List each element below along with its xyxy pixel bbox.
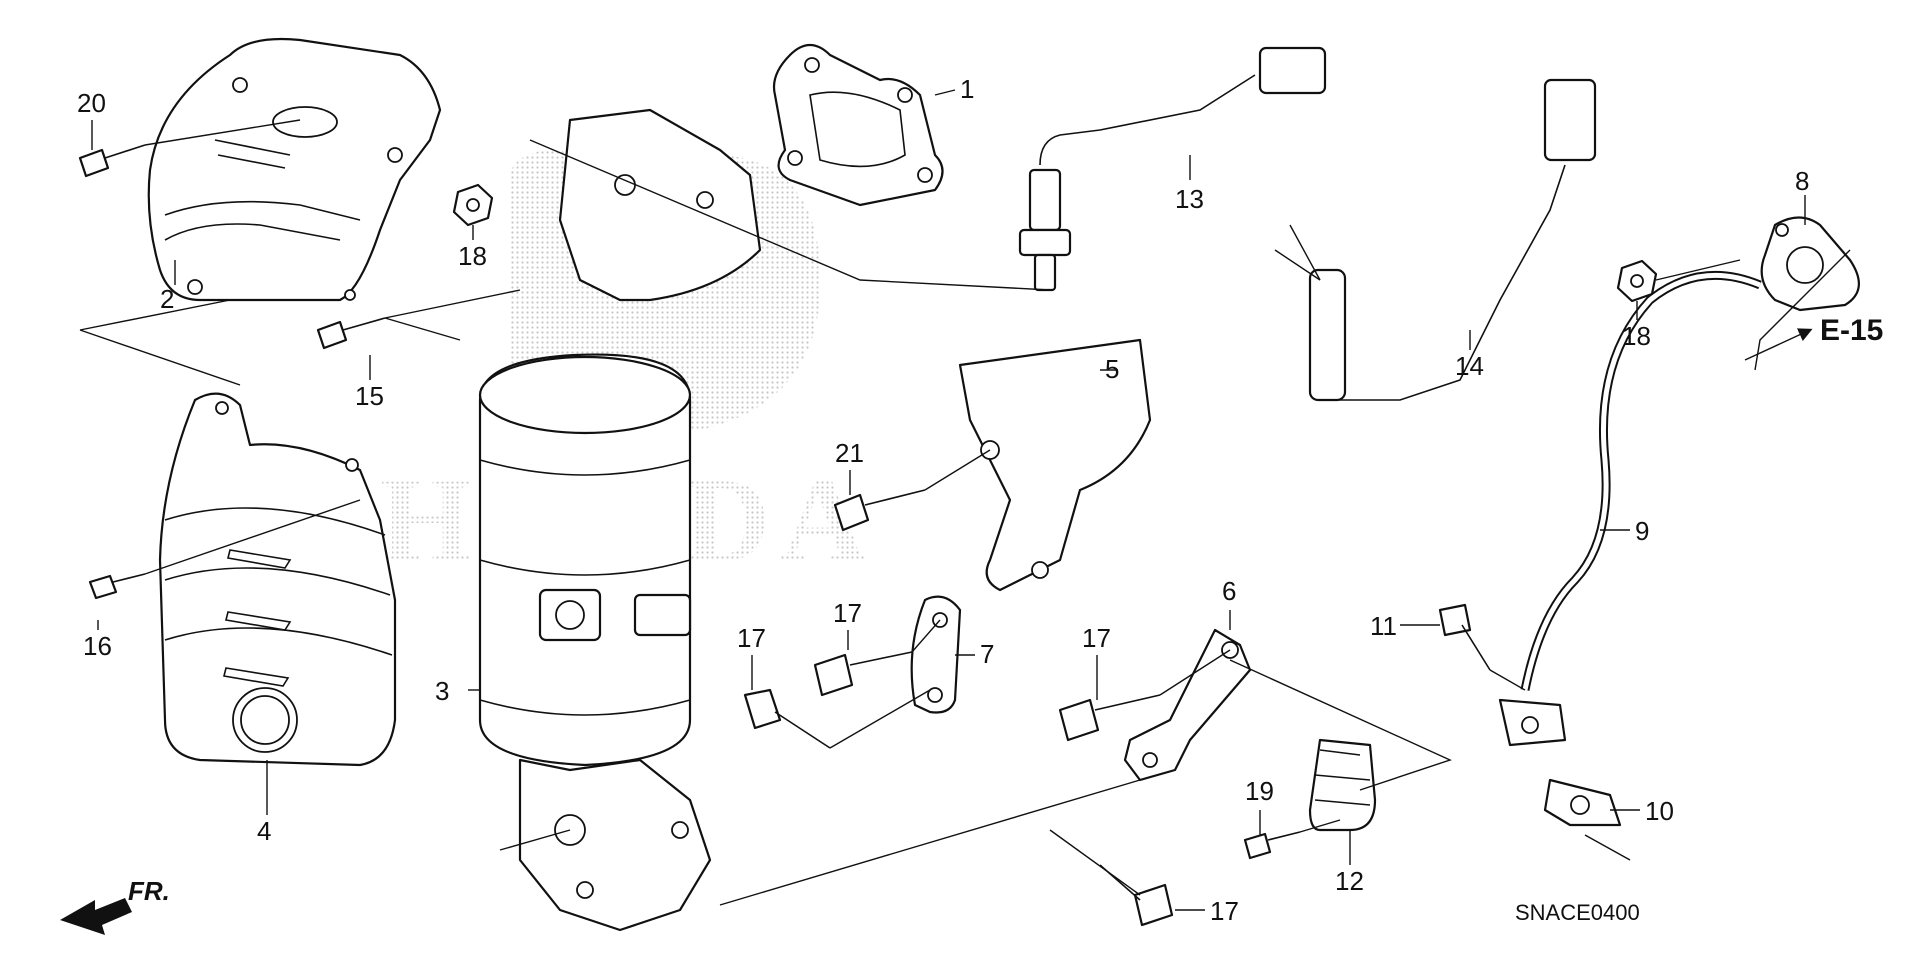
bolt-11	[1438, 603, 1491, 671]
callout-3: 3	[435, 676, 449, 706]
front-label: FR.	[128, 876, 170, 906]
callout-17-c: 17	[1082, 623, 1111, 653]
callout-5: 5	[1105, 354, 1119, 384]
bolt-21	[833, 489, 926, 532]
callout-labels: 1 2 3 4 5 6 7 8 9 10 11 12 13 14 15 16 1…	[77, 74, 1809, 926]
callout-15: 15	[355, 381, 384, 411]
gasket-1	[772, 43, 944, 207]
callout-20: 20	[77, 88, 106, 118]
callout-21: 21	[835, 438, 864, 468]
oxygen-sensor-14	[1308, 78, 1597, 402]
gasket-8	[1760, 216, 1860, 312]
callout-12: 12	[1335, 866, 1364, 896]
callout-17-b: 17	[737, 623, 766, 653]
upper-heat-shield	[147, 37, 442, 302]
callout-13: 13	[1175, 184, 1204, 214]
callout-2: 2	[160, 284, 174, 314]
bolt-17-a	[813, 651, 913, 697]
leader-lines	[79, 119, 1851, 906]
lower-heat-shield	[158, 392, 397, 767]
bolt-17-b	[743, 688, 831, 749]
converter-stay-5	[958, 338, 1152, 592]
front-direction-indicator: FR.	[60, 876, 170, 935]
callout-17-d: 17	[1210, 896, 1239, 926]
callout-8: 8	[1795, 166, 1809, 196]
catalytic-converter	[478, 108, 762, 932]
callout-18-a: 18	[458, 241, 487, 271]
callout-17-a: 17	[833, 598, 862, 628]
callout-11: 11	[1370, 611, 1397, 641]
bolt-19	[1243, 831, 1301, 860]
pipe-9	[1498, 270, 1762, 747]
callout-1: 1	[960, 74, 974, 104]
callout-lines	[91, 89, 1806, 911]
gasket-10	[1543, 778, 1622, 827]
oxygen-sensor-13	[1018, 46, 1327, 292]
section-reference: E-15	[1744, 314, 1883, 361]
callout-18-b: 18	[1622, 321, 1651, 351]
stay-7	[910, 595, 962, 714]
bolt-15	[316, 317, 386, 350]
callout-9: 9	[1635, 516, 1649, 546]
callout-10: 10	[1645, 796, 1674, 826]
clip-12	[1308, 738, 1377, 832]
nut-18-a	[452, 183, 494, 227]
callout-7: 7	[980, 639, 994, 669]
bracket-6	[1123, 628, 1252, 782]
callout-19: 19	[1245, 776, 1274, 806]
bolt-17-c	[1058, 694, 1161, 742]
callout-6: 6	[1222, 576, 1236, 606]
front-arrow-icon	[60, 898, 132, 935]
bolt-16	[88, 573, 146, 600]
section-ref-text: E-15	[1820, 314, 1883, 347]
nut-18-b	[1616, 259, 1658, 303]
callout-4: 4	[257, 816, 271, 846]
callout-14: 14	[1455, 351, 1484, 381]
catalog-code: SNACE0400	[1515, 900, 1640, 925]
bolt-20	[78, 144, 146, 178]
callout-16: 16	[83, 631, 112, 661]
